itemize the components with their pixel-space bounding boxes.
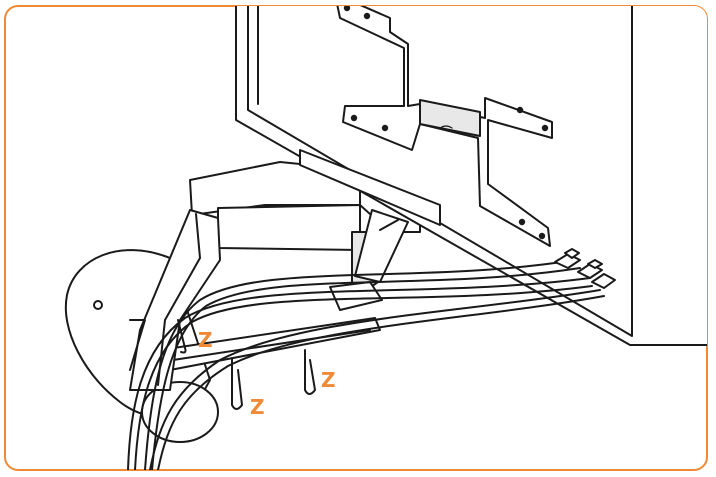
clip-label-1: Z	[198, 328, 213, 352]
vesa-bracket	[334, 6, 553, 247]
clip-label-2: Z	[250, 395, 265, 419]
cable-clips	[177, 319, 316, 410]
tv-screen	[235, 6, 707, 346]
cable-bundle	[127, 259, 605, 470]
clip-label-3: Z	[321, 368, 336, 392]
plug-connectors	[554, 248, 616, 289]
cable-guide-post	[129, 209, 221, 391]
